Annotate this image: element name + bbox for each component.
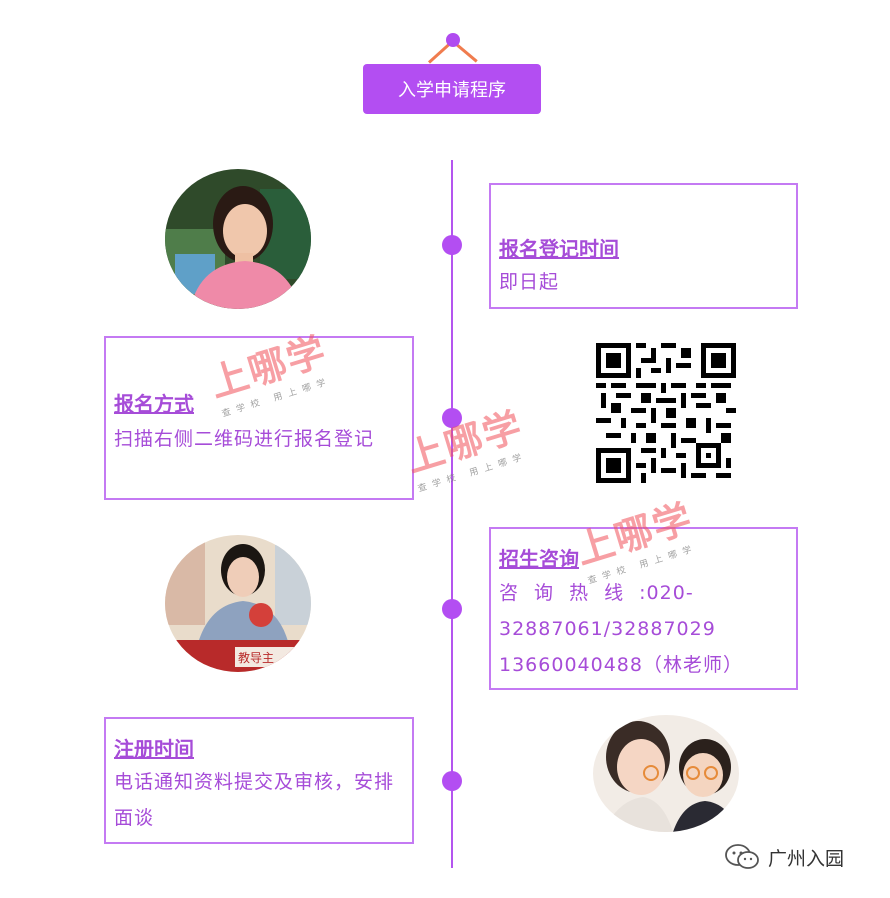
card-text: 即日起 (499, 271, 560, 293)
wechat-icon (725, 844, 759, 869)
card-heading: 报名登记时间 (499, 237, 619, 261)
page-title: 入学申请程序 (363, 64, 541, 114)
card-heading: 报名方式 (114, 392, 194, 416)
timeline-dot-3 (442, 599, 462, 619)
registration-method-card: 报名方式 扫描右侧二维码进行报名登记 (104, 336, 414, 500)
registration-time-card: 报名登记时间 即日起 (489, 183, 798, 309)
card-text: 电话通知资料提交及审核，安排面谈 (114, 771, 395, 829)
teacher-photo-2: 教导主 (165, 535, 311, 672)
footer-brand: 广州入园 (724, 843, 844, 871)
desk-sign-text: 教导主 (238, 650, 274, 665)
qr-code (596, 343, 736, 483)
teacher-photo-1 (165, 169, 311, 309)
timeline-line (451, 160, 453, 868)
footer-brand-name: 广州入园 (768, 847, 845, 870)
hotline-line-3: 13660040488（林老师） (499, 654, 743, 676)
sign-pin-dot (446, 33, 460, 47)
watermark-subtext: 查学校 用上哪学 (416, 451, 529, 495)
admission-inquiry-card: 招生咨询 咨 询 热 线 :020- 32887061/32887029 136… (489, 527, 798, 690)
hotline-line-2: 32887061/32887029 (499, 618, 716, 640)
watermark-text: 上哪学 (400, 403, 529, 481)
hotline-line-1: 咨 询 热 线 :020- (499, 582, 694, 604)
children-photo (593, 715, 739, 832)
card-heading: 招生咨询 (499, 547, 579, 571)
card-text: 扫描右侧二维码进行报名登记 (114, 428, 375, 450)
enrollment-time-card: 注册时间 电话通知资料提交及审核，安排面谈 (104, 717, 414, 844)
watermark-2: 上哪学 查学校 用上哪学 (398, 395, 533, 495)
timeline-dot-4 (442, 771, 462, 791)
timeline-dot-1 (442, 235, 462, 255)
card-heading: 注册时间 (114, 737, 194, 761)
timeline-dot-2 (442, 408, 462, 428)
